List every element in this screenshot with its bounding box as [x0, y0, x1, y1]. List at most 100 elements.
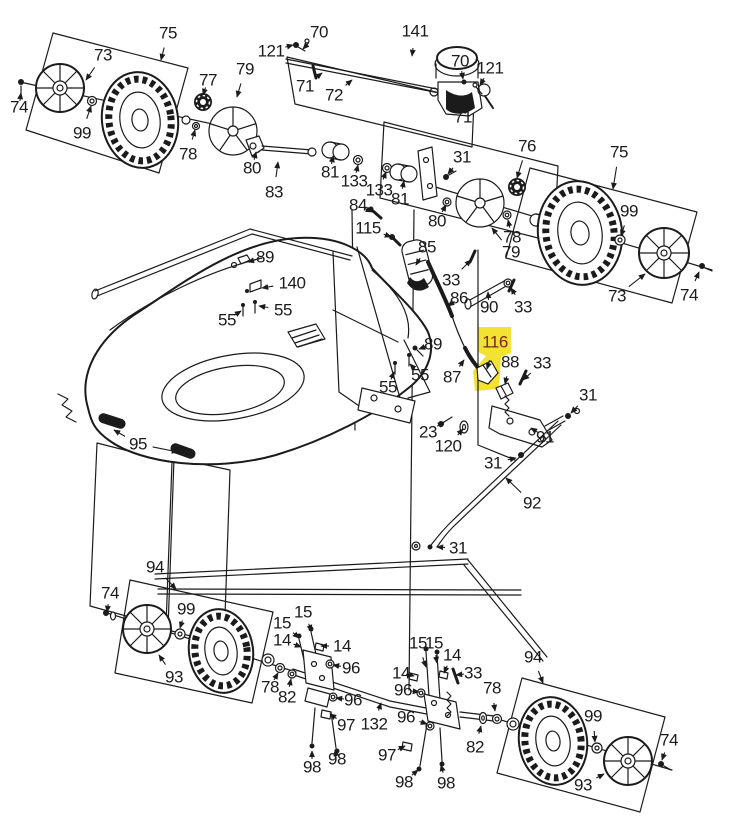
part-callout-31: 31 — [436, 539, 467, 558]
part-callout-74: 74 — [660, 731, 678, 761]
part-callout-97: 97 — [329, 713, 355, 735]
part-number-78: 78 — [179, 145, 197, 164]
part-number-81: 81 — [391, 190, 409, 209]
leader-line — [328, 155, 335, 165]
part-callout-98: 98 — [328, 749, 346, 769]
leader-line — [479, 77, 486, 86]
part-callout-97: 97 — [378, 746, 406, 765]
leader-line — [476, 725, 483, 734]
throttle-control-and-rod — [293, 38, 494, 117]
part-callout-89: 89 — [247, 248, 274, 267]
part-callout-55: 55 — [258, 301, 292, 320]
leader-line — [411, 688, 420, 695]
part-callout-74: 74 — [680, 271, 700, 305]
leader-line — [440, 204, 447, 213]
leader-line — [459, 71, 465, 80]
part-number-72: 72 — [325, 86, 343, 105]
part-number-33: 33 — [514, 298, 532, 317]
part-callout-82: 82 — [278, 678, 296, 707]
part-number-121: 121 — [258, 42, 285, 61]
part-callout-89: 89 — [418, 335, 442, 354]
part-number-90: 90 — [480, 298, 498, 317]
part-number-96: 96 — [394, 681, 412, 700]
leader-line — [272, 672, 279, 681]
part-callout-133: 133 — [366, 171, 393, 200]
part-callout-70: 70 — [451, 52, 469, 80]
part-number-98: 98 — [328, 750, 346, 769]
part-number-93: 93 — [574, 776, 592, 795]
handle-grip-pad — [170, 443, 196, 459]
part-callout-72: 72 — [325, 79, 353, 105]
part-number-91: 91 — [536, 428, 554, 447]
part-number-75: 75 — [159, 24, 177, 43]
leader-line — [345, 79, 353, 87]
part-callout-79: 79 — [491, 227, 520, 262]
leader-line — [506, 219, 513, 228]
leader-line — [202, 87, 208, 96]
part-callout-87: 87 — [443, 359, 465, 387]
part-callout-78: 78 — [179, 129, 197, 164]
part-number-15: 15 — [425, 634, 443, 653]
part-number-95: 95 — [129, 435, 147, 454]
part-number-99: 99 — [73, 124, 91, 143]
leader-line — [611, 166, 618, 190]
part-number-84: 84 — [349, 196, 367, 215]
leader-line — [86, 105, 92, 119]
deck-vent-louver — [287, 323, 326, 348]
leader-line — [190, 129, 197, 140]
leader-line — [570, 405, 579, 414]
part-number-99: 99 — [620, 202, 638, 221]
part-callout-78: 78 — [503, 219, 521, 247]
part-number-55: 55 — [274, 301, 292, 320]
part-callout-84: 84 — [349, 196, 373, 215]
leader-line — [433, 655, 440, 664]
part-callout-93: 93 — [574, 773, 605, 795]
leader-line — [388, 371, 395, 380]
part-callout-33: 33 — [442, 259, 472, 290]
part-number-77: 77 — [199, 71, 217, 90]
part-number-71: 71 — [454, 108, 472, 127]
part-callout-74: 74 — [101, 584, 119, 613]
rear-right-wheel-assembly — [506, 696, 672, 786]
leader-line — [591, 730, 598, 743]
part-number-15: 15 — [409, 634, 427, 653]
part-callout-14: 14 — [273, 631, 302, 650]
part-number-78: 78 — [261, 678, 279, 697]
leader-line — [85, 67, 96, 81]
part-number-141: 141 — [402, 22, 429, 41]
leader-line — [247, 257, 256, 264]
part-callout-140: 140 — [261, 274, 306, 293]
leader-line — [620, 225, 626, 237]
leader-line — [409, 48, 416, 57]
part-callout-98: 98 — [437, 764, 455, 793]
leader-line — [522, 372, 532, 381]
part-number-31: 31 — [449, 539, 467, 558]
leader-line — [113, 429, 126, 437]
part-number-98: 98 — [395, 773, 413, 792]
part-number-82: 82 — [278, 688, 296, 707]
part-number-75: 75 — [610, 143, 628, 162]
part-callout-88: 88 — [501, 353, 519, 385]
leader-line — [693, 271, 700, 282]
leader-line — [503, 376, 510, 385]
leader-line — [491, 702, 498, 712]
part-callout-31: 31 — [570, 386, 597, 414]
part-number-93: 93 — [165, 668, 183, 687]
leader-line — [421, 657, 427, 668]
part-callout-78: 78 — [261, 672, 279, 697]
part-callout-31: 31 — [484, 454, 517, 473]
part-callout-83: 83 — [265, 161, 283, 202]
rear-left-wheel-assembly — [103, 604, 297, 694]
part-callout-14: 14 — [443, 646, 461, 674]
leader-line — [258, 304, 269, 310]
part-callout-33: 33 — [455, 664, 482, 683]
part-callout-96: 96 — [394, 681, 420, 700]
leader-line — [505, 477, 522, 493]
part-callout-80: 80 — [428, 204, 447, 231]
part-callout-55: 55 — [379, 371, 397, 397]
handle-grip-pad — [98, 413, 126, 429]
part-number-55: 55 — [218, 311, 236, 330]
leader-line — [507, 456, 517, 463]
leader-line — [332, 663, 341, 669]
part-number-80: 80 — [428, 212, 446, 231]
